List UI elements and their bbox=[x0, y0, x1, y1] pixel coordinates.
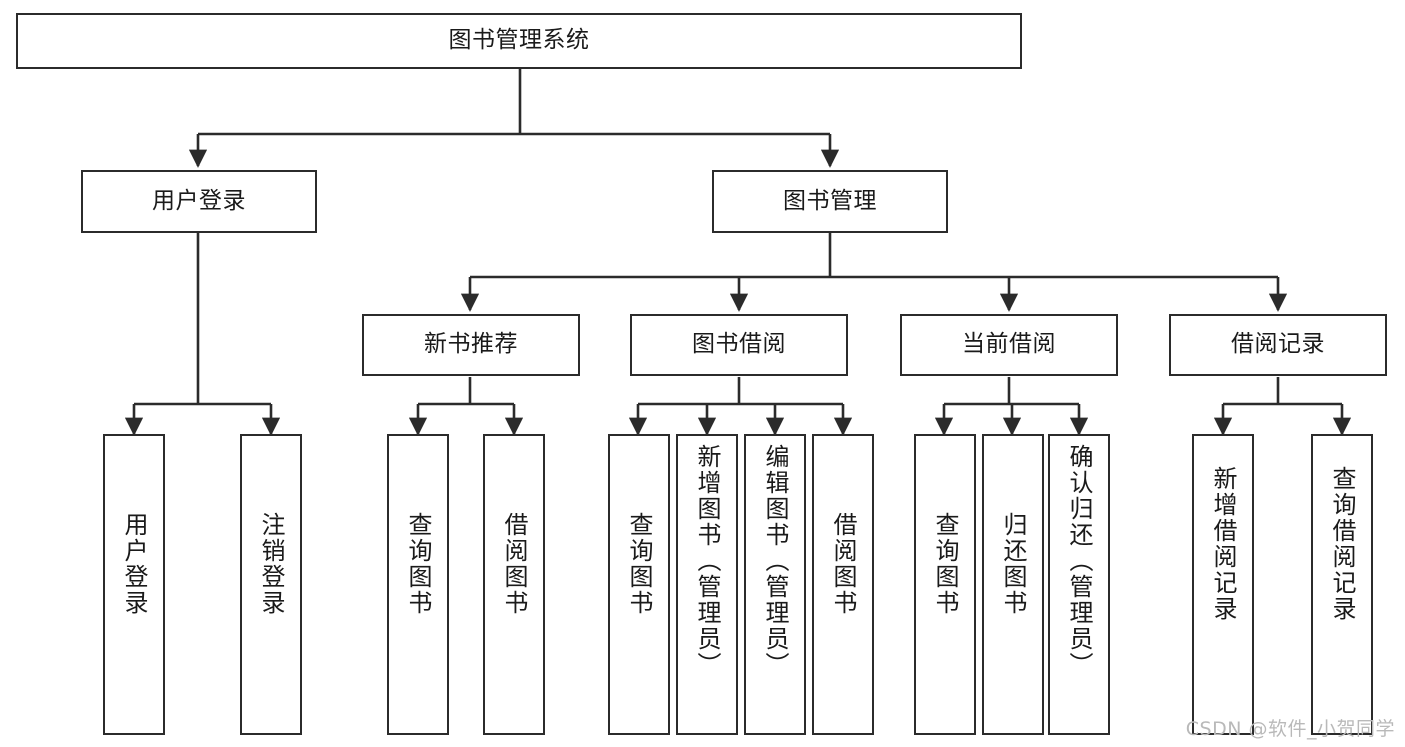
node-leaf-return-book-label: 归还图书 bbox=[999, 512, 1027, 616]
node-leaf-user-login[interactable]: 用户登录 bbox=[103, 434, 165, 735]
node-leaf-borrow-book-2-label: 借阅图书 bbox=[829, 512, 857, 616]
node-book-manage[interactable]: 图书管理 bbox=[712, 170, 948, 233]
node-borrow-record-label: 借阅记录 bbox=[1231, 331, 1325, 358]
node-user-login[interactable]: 用户登录 bbox=[81, 170, 317, 233]
node-leaf-add-record-label: 新增借阅记录 bbox=[1209, 466, 1237, 622]
csdn-watermark: CSDN @软件_小贺同学 bbox=[1185, 718, 1395, 740]
node-leaf-query-record[interactable]: 查询借阅记录 bbox=[1311, 434, 1373, 735]
node-leaf-user-login-label: 用户登录 bbox=[120, 512, 148, 616]
node-leaf-add-book-label: 新增图书（管理员） bbox=[693, 444, 721, 678]
node-leaf-query-book-1-label: 查询图书 bbox=[404, 512, 432, 616]
node-leaf-return-book[interactable]: 归还图书 bbox=[982, 434, 1044, 735]
node-current-borrow[interactable]: 当前借阅 bbox=[900, 314, 1118, 376]
node-book-borrow[interactable]: 图书借阅 bbox=[630, 314, 848, 376]
node-leaf-user-logout-label: 注销登录 bbox=[257, 512, 285, 616]
node-current-borrow-label: 当前借阅 bbox=[962, 331, 1056, 358]
node-new-book-recommend[interactable]: 新书推荐 bbox=[362, 314, 580, 376]
node-leaf-user-logout[interactable]: 注销登录 bbox=[240, 434, 302, 735]
node-leaf-query-book-2[interactable]: 查询图书 bbox=[608, 434, 670, 735]
node-leaf-edit-book-label: 编辑图书（管理员） bbox=[761, 444, 789, 678]
node-new-book-recommend-label: 新书推荐 bbox=[424, 331, 518, 358]
node-book-manage-label: 图书管理 bbox=[783, 187, 877, 214]
node-book-borrow-label: 图书借阅 bbox=[692, 331, 786, 358]
node-leaf-confirm-return[interactable]: 确认归还（管理员） bbox=[1048, 434, 1110, 735]
node-leaf-add-record[interactable]: 新增借阅记录 bbox=[1192, 434, 1254, 735]
node-user-login-label: 用户登录 bbox=[152, 187, 246, 214]
node-leaf-query-book-3[interactable]: 查询图书 bbox=[914, 434, 976, 735]
node-leaf-query-record-label: 查询借阅记录 bbox=[1328, 466, 1356, 622]
node-borrow-record[interactable]: 借阅记录 bbox=[1169, 314, 1387, 376]
node-root[interactable]: 图书管理系统 bbox=[16, 13, 1022, 69]
node-root-label: 图书管理系统 bbox=[448, 27, 590, 54]
node-leaf-edit-book[interactable]: 编辑图书（管理员） bbox=[744, 434, 806, 735]
node-leaf-query-book-3-label: 查询图书 bbox=[931, 512, 959, 616]
node-leaf-add-book[interactable]: 新增图书（管理员） bbox=[676, 434, 738, 735]
node-leaf-borrow-book-1[interactable]: 借阅图书 bbox=[483, 434, 545, 735]
node-leaf-query-book-2-label: 查询图书 bbox=[625, 512, 653, 616]
node-leaf-borrow-book-1-label: 借阅图书 bbox=[500, 512, 528, 616]
node-leaf-confirm-return-label: 确认归还（管理员） bbox=[1065, 444, 1093, 678]
node-leaf-borrow-book-2[interactable]: 借阅图书 bbox=[812, 434, 874, 735]
node-leaf-query-book-1[interactable]: 查询图书 bbox=[387, 434, 449, 735]
